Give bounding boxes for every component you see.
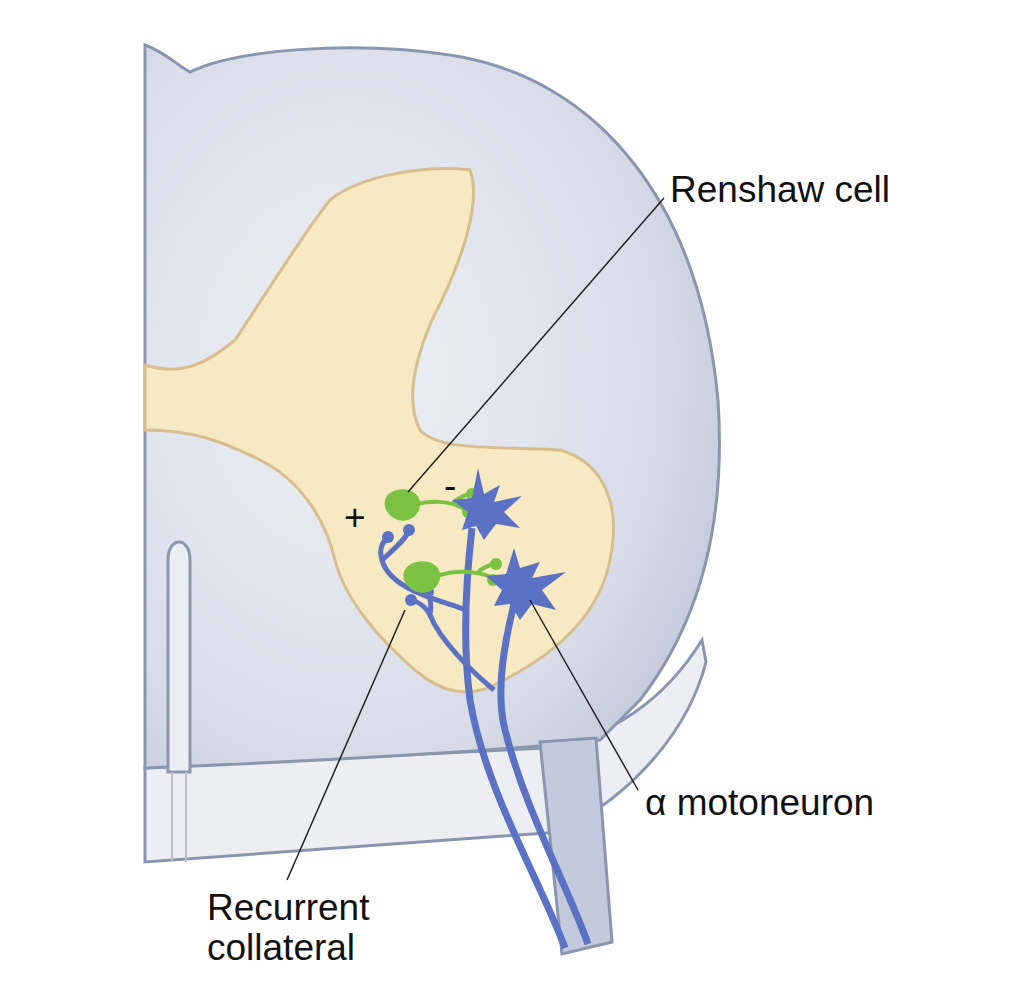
renshaw-axon: [436, 564, 494, 578]
fissure-edge: [172, 772, 186, 862]
part-label: Renshaw cell: [670, 170, 890, 210]
renshaw-cell: [403, 561, 440, 593]
sign-label: +: [344, 498, 366, 538]
part-label: α motoneuron: [645, 783, 975, 823]
motoneuron-soma: [452, 468, 522, 540]
part-label: Recurrent collateral: [207, 888, 422, 968]
median-fissure: [168, 542, 190, 772]
leader-line: [287, 198, 664, 880]
motor-axon: [501, 600, 588, 944]
sign-label: -: [444, 466, 456, 506]
white-matter: [145, 45, 719, 768]
motor-axon: [466, 528, 565, 948]
motoneuron-soma: [486, 548, 566, 620]
grey-matter: [145, 169, 613, 692]
recurrent-collateral: [412, 594, 494, 690]
